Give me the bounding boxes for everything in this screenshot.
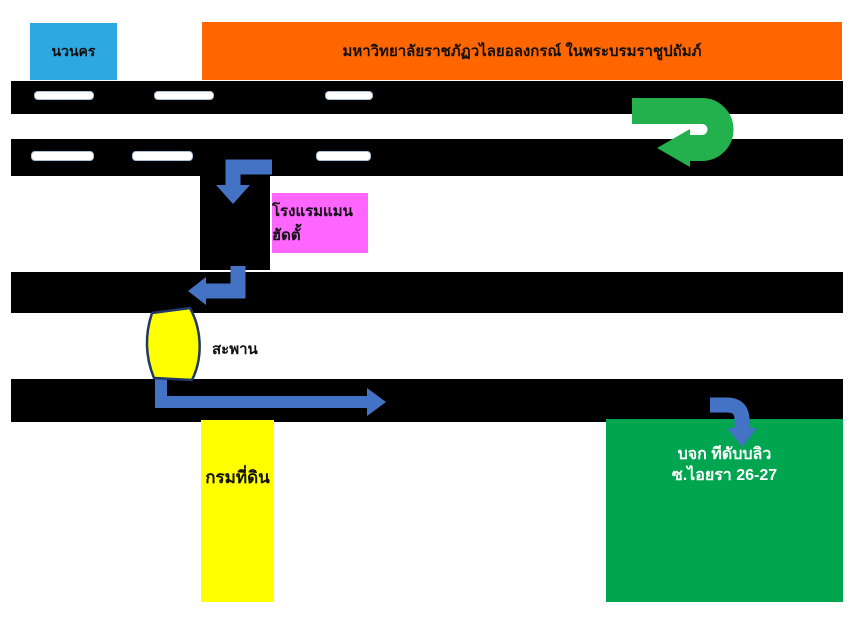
company-label-line2: ซ.ไอยรา 26-27: [671, 466, 778, 484]
university-label: มหาวิทยาลัยราชภัฏวไลยอลงกรณ์ ในพระบรมราช…: [342, 43, 702, 60]
turn-down-arrow-head-icon: [216, 185, 250, 204]
road-bottom: [11, 379, 843, 422]
hotel-box: โรงแรมแมนฮัดตั้: [272, 193, 368, 253]
turn-down-arrow-icon: [225, 159, 272, 187]
lane-marking: [133, 152, 192, 160]
company-label: บจก ทีดับบลิว ซ.ไอยรา 26-27: [606, 445, 843, 487]
road-third: [11, 272, 843, 313]
lane-marking: [35, 92, 93, 99]
route-arrow-east-head-icon: [367, 388, 386, 416]
lane-marking: [155, 92, 213, 99]
arrive-arrow-head-icon: [727, 428, 757, 447]
navanakorn-box: นวนคร: [30, 23, 117, 80]
turn-left-arrow-head-icon: [188, 277, 206, 305]
bridge-label: สะพาน: [212, 341, 258, 358]
bridge-shape: [145, 306, 201, 382]
lane-marking: [32, 152, 93, 160]
arrive-arrow-icon: [710, 397, 750, 429]
land-department-bar: กรมที่ดิน: [201, 420, 274, 602]
company-label-line1: บจก ทีดับบลิว: [677, 446, 772, 463]
navanakorn-label: นวนคร: [51, 42, 96, 59]
route-arrow-east-icon: [155, 376, 367, 408]
turn-left-arrow-icon: [205, 266, 246, 299]
lane-marking: [317, 152, 370, 160]
u-turn-arrow-head-icon: [657, 129, 690, 167]
lane-marking: [326, 92, 372, 99]
university-box: มหาวิทยาลัยราชภัฏวไลยอลงกรณ์ ในพระบรมราช…: [202, 22, 842, 80]
hotel-label: โรงแรมแมนฮัดตั้: [272, 203, 353, 244]
u-turn-arrow-icon: [632, 98, 734, 161]
company-box: บจก ทีดับบลิว ซ.ไอยรา 26-27: [606, 419, 843, 602]
land-department-label: กรมที่ดิน: [205, 468, 270, 487]
